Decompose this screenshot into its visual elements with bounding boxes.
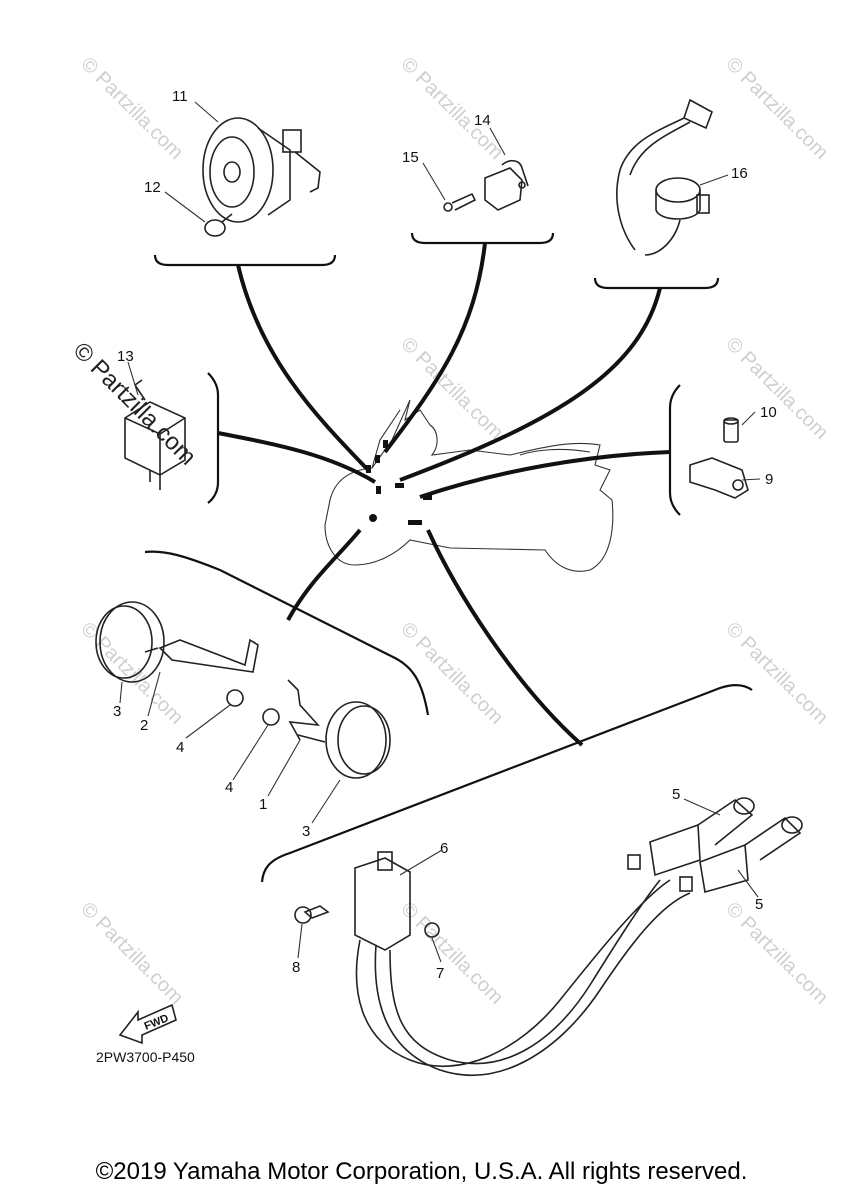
callout-16: 16 <box>731 165 748 182</box>
watermark-text: © Partzilla.com <box>396 53 507 164</box>
watermark-text: © Partzilla.com <box>721 53 832 164</box>
callout-8: 8 <box>292 959 300 976</box>
watermark-text: © Partzilla.com <box>76 53 187 164</box>
section-frames <box>144 232 753 883</box>
callout-3-left: 3 <box>113 703 121 720</box>
callout-9: 9 <box>765 471 773 488</box>
callout-leaders <box>119 101 761 963</box>
callout-6: 6 <box>440 840 448 857</box>
watermark-text: © Partzilla.com <box>76 618 187 729</box>
callout-11: 11 <box>172 88 188 105</box>
watermark-text: © Partzilla.com <box>396 898 507 1009</box>
watermark-text: © Partzilla.com <box>721 898 832 1009</box>
sensor-part-14 <box>443 159 529 212</box>
forward-arrow: FWD <box>118 1003 177 1045</box>
location-marker <box>395 483 404 488</box>
callout-3-right: 3 <box>302 823 310 840</box>
exploded-parts-diagram: © Partzilla.com © Partzilla.com © Partzi… <box>68 53 832 1076</box>
ignition-coil-group <box>294 797 803 1076</box>
watermark-primary: © Partzilla.com <box>68 337 201 470</box>
location-marker <box>376 486 381 494</box>
callout-4-right: 4 <box>225 779 233 796</box>
watermark-text: © Partzilla.com <box>76 898 187 1009</box>
callout-15: 15 <box>402 149 419 166</box>
callout-10: 10 <box>760 404 777 421</box>
location-marker <box>375 455 380 463</box>
motorcycle-outline <box>324 399 614 572</box>
sensor-part-9 <box>689 417 749 499</box>
copyright-notice: ©2019 Yamaha Motor Corporation, U.S.A. A… <box>95 1158 748 1185</box>
callout-7: 7 <box>436 965 444 982</box>
leader-lines <box>217 242 671 747</box>
callout-5-bottom: 5 <box>755 896 763 913</box>
callout-1: 1 <box>259 796 267 813</box>
location-marker <box>369 514 377 522</box>
callout-13: 13 <box>117 348 134 365</box>
callout-12: 12 <box>144 179 161 196</box>
location-marker <box>423 495 432 500</box>
horn-part <box>202 117 321 237</box>
callout-14: 14 <box>474 112 491 129</box>
sensor-part-16 <box>616 98 713 256</box>
callout-4-left: 4 <box>176 739 184 756</box>
callout-5-top: 5 <box>672 786 680 803</box>
watermark-text: © Partzilla.com <box>721 618 832 729</box>
diagram-reference-code: 2PW3700-P450 <box>96 1049 195 1065</box>
watermark-group: © Partzilla.com © Partzilla.com © Partzi… <box>76 53 832 1009</box>
location-marker <box>408 520 422 525</box>
callout-2: 2 <box>140 717 148 734</box>
covers-brackets-group <box>95 601 391 779</box>
location-marker <box>383 440 388 448</box>
callout-labels: 11 12 14 15 16 13 10 9 3 2 4 4 1 3 5 5 6… <box>113 88 777 982</box>
relay-part-13 <box>124 379 186 490</box>
